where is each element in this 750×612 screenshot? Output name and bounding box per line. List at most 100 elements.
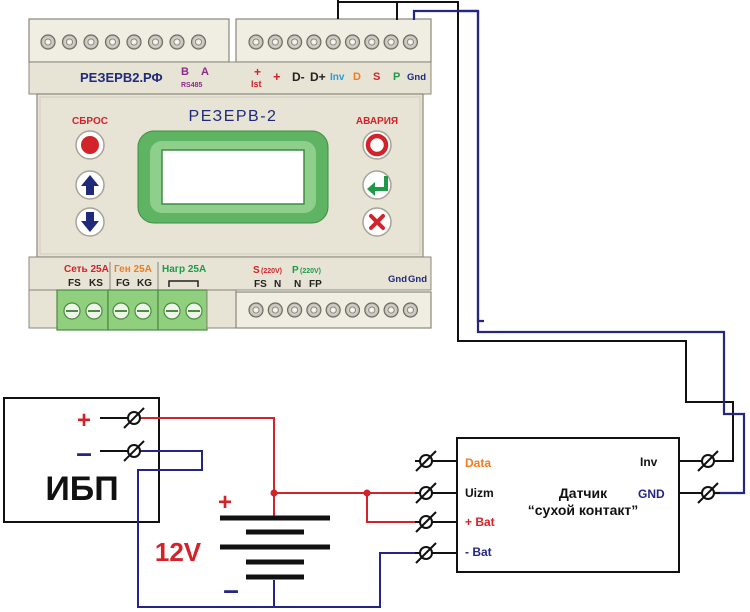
gnd1-label: Gnd [388,274,407,285]
lcd-screen [161,149,305,205]
plus-terminal-label: + [273,69,281,84]
minus-bat-wire [274,552,432,608]
screw-icon [383,302,399,318]
sensor-pin-inv: Inv [640,455,658,469]
red-dot-icon [81,136,99,154]
sensor-pin-plus-bat: + Bat [465,515,495,529]
inv-terminal-label: Inv [330,72,345,83]
p-out-label: P [292,265,299,276]
sensor-pin-data: Data [465,456,491,470]
arrow-down-icon [81,212,99,232]
screw-icon [104,34,121,50]
ups-plus-label: + [77,407,91,434]
rs485-label: RS485 [181,82,203,89]
dry-contact-sensor [456,437,680,573]
screw-icon [190,34,207,50]
battery-12v [220,493,330,607]
d-terminal-label: D [353,71,361,83]
sensor-title-line1: Датчик [559,485,608,501]
ring-icon [365,133,389,157]
gen-group-label: Ген 25А [114,264,152,275]
site-name: РЕЗЕРВ2.РФ [80,70,163,85]
net-ks-label: KS [89,278,103,289]
ups-minus-label: – [76,437,92,468]
ups-label: ИБП [45,470,118,508]
up-button[interactable] [75,170,105,200]
sensor-pin-gnd: GND [638,487,665,501]
gen-fg-label: FG [116,278,130,289]
screw-icon [306,302,322,318]
top-label-strip [28,61,432,95]
gnd-terminal-label: Gnd [407,72,426,83]
inv-wire [338,1,734,462]
screw-icon [267,34,283,50]
alarm-label: АВАРИЯ [356,116,398,127]
net-fs-label: FS [68,278,81,289]
rs485-a-label: A [201,66,209,78]
junction-dot [270,489,278,497]
d-plus-label: D+ [310,70,326,84]
load-bridge-icon [168,280,199,287]
s-terminal-label: S [373,71,380,83]
screw-terminal-symbols [123,407,719,564]
ups-plus-wire [140,417,275,493]
bottom-right-screws [248,302,418,318]
screw-icon [267,302,283,318]
down-button[interactable] [75,207,105,237]
s-out-label: S [253,265,260,276]
screw-icon [364,34,380,50]
rs485-b-label: B [181,66,189,78]
power-terminal-screws [63,302,203,320]
battery-voltage-label: 12V [155,537,202,567]
junction-dot [363,489,371,497]
screw-icon [126,34,142,50]
resrv2-device: РЕЗЕРВ2.РФ B A RS485 + Ist + D- D+ Inv D… [28,18,432,331]
screw-icon [306,34,322,50]
p-fp-label: FP [309,279,322,290]
ups-minus-wire [137,450,274,608]
screw-icon [402,302,418,318]
p-voltage-label: (220V) [300,268,321,275]
enter-button[interactable] [362,170,392,200]
alarm-indicator[interactable] [362,130,392,160]
reset-button[interactable] [75,130,105,160]
sensor-pin-minus-bat: - Bat [465,545,492,559]
cross-icon [369,214,385,230]
bottom-label-strip [28,256,432,291]
gen-kg-label: KG [137,278,152,289]
screw-icon [383,34,399,50]
enter-icon [367,182,375,196]
sensor-title-line2: “сухой контакт” [528,502,639,518]
gnd2-label: Gnd [408,274,427,285]
arrow-up-icon [81,175,99,195]
screw-icon [287,34,303,50]
screw-icon [169,34,185,50]
ist-plus-label: + [254,65,261,79]
top-right-screws [248,34,418,50]
ist-label: Ist [251,79,262,89]
screw-icon [402,34,418,50]
battery-minus-label: – [223,574,239,605]
sensor-pin-uizm: Uizm [465,486,494,500]
cancel-button[interactable] [362,207,392,237]
screw-icon [344,302,361,318]
screw-icon [248,302,264,318]
plus-bat-wire [366,493,432,523]
s-fs-label: FS [254,279,267,290]
screw-icon [325,302,341,318]
load-group-label: Нагр 25А [162,264,206,275]
screw-icon [147,34,164,50]
p-terminal-label: P [393,71,400,83]
s-voltage-label: (220V) [261,268,282,275]
gnd-wire [458,9,746,495]
screw-icon [287,302,303,318]
s-n-label: N [274,279,281,290]
net-group-label: Сеть 25А [64,264,109,275]
screw-icon [325,34,341,50]
d-minus-label: D- [292,70,305,84]
screw-icon [248,34,264,50]
top-left-screws [40,34,207,50]
screw-icon [40,34,56,50]
reset-label: СБРОС [72,116,108,127]
device-title: РЕЗЕРВ-2 [189,108,278,125]
